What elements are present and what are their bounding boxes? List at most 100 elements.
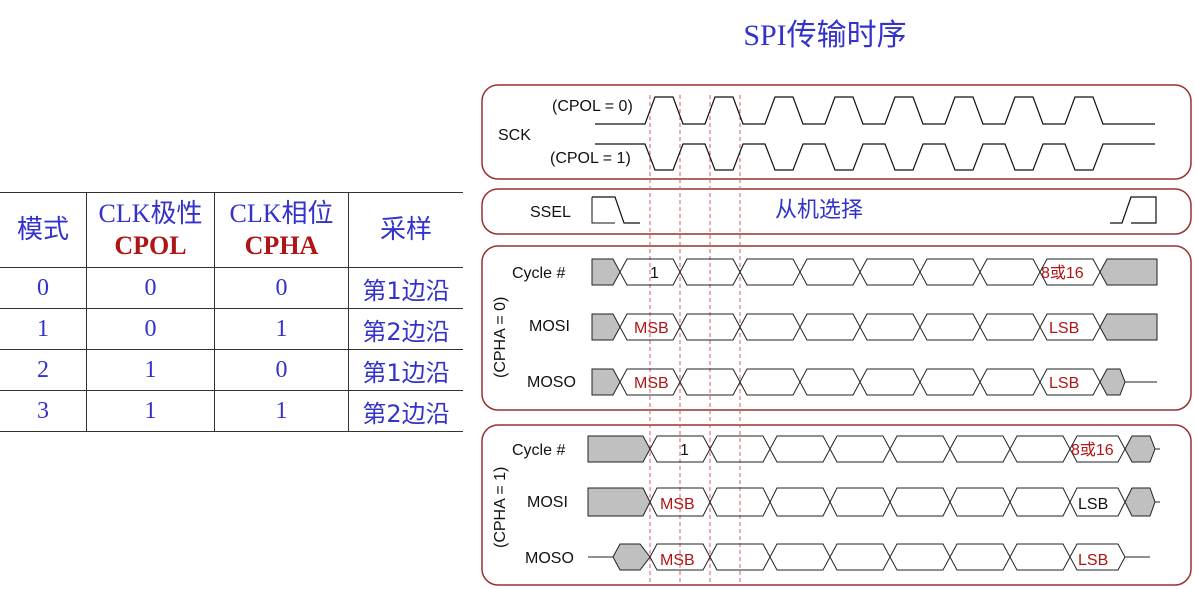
header-text: 模式 <box>16 215 69 244</box>
cell-cpha: 0 <box>214 267 349 309</box>
bit-cell <box>799 368 861 396</box>
bit-cell <box>949 487 1011 517</box>
cpha0-moso-first: MSB <box>634 375 669 392</box>
bit-cell <box>799 258 861 286</box>
cpha1-moso-last: LSB <box>1078 552 1108 569</box>
bit-cell <box>799 313 861 341</box>
header-text: CLK极性 <box>98 199 203 228</box>
bit-cell <box>919 313 981 341</box>
header-symbol: CPHA <box>244 231 319 260</box>
ssel-text: 从机选择 <box>775 198 863 223</box>
page-title: SPI传输时序 <box>743 19 907 52</box>
bit-cell <box>739 368 801 396</box>
cpha1-moso-first: MSB <box>660 552 695 569</box>
bit-cell <box>949 543 1011 571</box>
ssel-panel <box>481 188 1192 235</box>
sck-cpol0-waveform <box>595 96 1155 125</box>
bit-cell <box>739 313 801 341</box>
cpha0-cycle-first: 1 <box>650 265 659 282</box>
cell-cpha: 1 <box>214 390 349 432</box>
cell-cpol: 0 <box>86 308 215 350</box>
cell-sample: 第1边沿 <box>348 267 463 309</box>
bit-cell <box>1009 487 1071 517</box>
cpha0-mosi-last: LSB <box>1049 320 1079 337</box>
bit-cell <box>829 487 891 517</box>
cpha0-mosi-first: MSB <box>634 320 669 337</box>
idle-segment <box>587 487 651 517</box>
cell-cpol: 1 <box>86 390 215 432</box>
header-cpol: CLK极性 CPOL <box>86 192 215 268</box>
cpha0-cycle-last: 8或16 <box>1041 264 1084 282</box>
cpha0-panel <box>481 245 1192 411</box>
cell-mode: 1 <box>0 308 87 350</box>
bit-cell <box>769 487 831 517</box>
bit-cell <box>859 368 921 396</box>
table-row: 3 1 1 第2边沿 <box>0 390 463 432</box>
bit-cell <box>949 435 1011 463</box>
bit-cell <box>859 258 921 286</box>
bit-cell <box>979 313 1041 341</box>
bit-cell <box>889 435 951 463</box>
ssel-falling-edge <box>592 196 640 224</box>
cell-mode: 2 <box>0 349 87 391</box>
cell-mode: 0 <box>0 267 87 309</box>
bit-cell <box>1009 435 1071 463</box>
sck-panel <box>481 84 1192 180</box>
cell-sample: 第2边沿 <box>348 390 463 432</box>
bit-cell <box>829 435 891 463</box>
bit-cell <box>919 368 981 396</box>
cell-cpol: 0 <box>86 267 215 309</box>
cell-sample: 第2边沿 <box>348 308 463 350</box>
cpha0-moso-label: MOSO <box>527 374 576 391</box>
sck-label: SCK <box>498 127 531 144</box>
tail-segment <box>1124 435 1156 463</box>
header-mode: 模式 <box>0 192 87 268</box>
header-sample: 采样 <box>348 192 463 268</box>
cpol1-label: (CPOL = 1) <box>550 150 631 167</box>
tail-segment <box>1099 368 1126 396</box>
bit-cell <box>979 368 1041 396</box>
bit-cell <box>889 487 951 517</box>
table-row: 2 1 0 第1边沿 <box>0 349 463 391</box>
cpha0-moso-last: LSB <box>1049 375 1079 392</box>
tail-segment <box>1099 258 1158 286</box>
ssel-rising-edge <box>1110 196 1157 224</box>
table-row: 0 0 0 第1边沿 <box>0 267 463 309</box>
sck-cpol1-waveform <box>595 143 1155 171</box>
cpol0-label: (CPOL = 0) <box>552 98 633 115</box>
idle-segment <box>591 313 621 341</box>
cpha1-mosi-label: MOSI <box>527 494 568 511</box>
cpha0-cycle-label: Cycle # <box>512 265 565 282</box>
cpha1-mode-label: (CPHA = 1) <box>492 467 509 548</box>
cell-cpha: 0 <box>214 349 349 391</box>
ssel-label: SSEL <box>530 204 571 221</box>
cpha1-cycle-label: Cycle # <box>512 442 565 459</box>
cell-cpol: 1 <box>86 349 215 391</box>
tail-segment <box>1124 487 1156 517</box>
ssel-start-box <box>591 197 615 224</box>
bit-cell <box>1009 543 1071 571</box>
cell-sample: 第1边沿 <box>348 349 463 391</box>
table-row: 1 0 1 第2边沿 <box>0 308 463 350</box>
tail-segment <box>1099 313 1158 341</box>
cell-mode: 3 <box>0 390 87 432</box>
idle-segment <box>591 368 621 396</box>
idle-segment <box>587 435 651 463</box>
bit-cell <box>919 258 981 286</box>
lead-segment <box>612 543 651 571</box>
cell-cpha: 1 <box>214 308 349 350</box>
bit-cell <box>739 258 801 286</box>
cpha1-mosi-last: LSB <box>1078 496 1108 513</box>
cpha1-cycle-last: 8或16 <box>1071 441 1114 459</box>
idle-segment <box>591 258 621 286</box>
header-symbol: CPOL <box>114 231 187 260</box>
header-text: 采样 <box>379 215 432 244</box>
bit-cell <box>889 543 951 571</box>
cpha1-panel <box>481 424 1192 586</box>
cpha1-cycle-first: 1 <box>680 442 689 459</box>
cpha0-mosi-label: MOSI <box>529 318 570 335</box>
